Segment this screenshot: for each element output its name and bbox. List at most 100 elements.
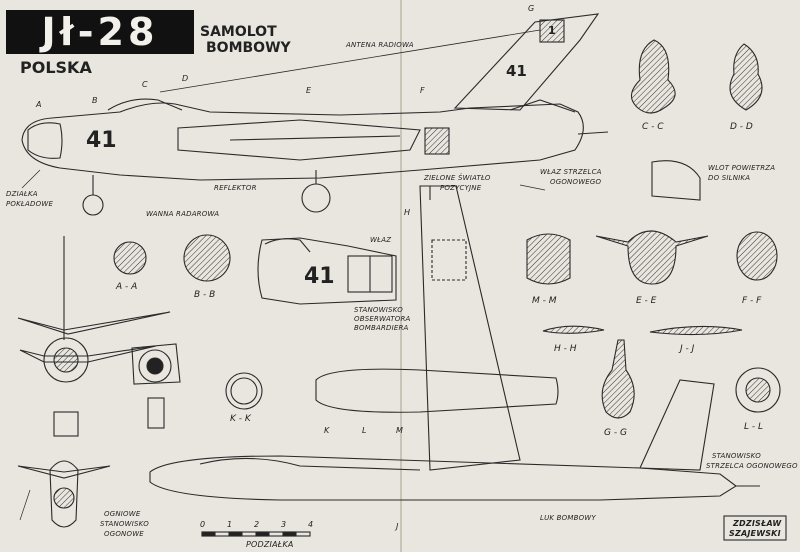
roundel-fin	[539, 19, 565, 43]
scale-0: 0	[200, 520, 206, 529]
scale-3: 3	[281, 520, 287, 529]
label-ogniowe-3: OGONOWE	[104, 530, 144, 538]
section-aa	[113, 241, 147, 275]
station-l: L	[362, 426, 367, 435]
section-ee	[595, 230, 709, 285]
section-jj	[649, 325, 743, 336]
tail-turret	[53, 487, 75, 509]
section-dd	[729, 43, 763, 111]
station-j: J	[396, 522, 399, 531]
label-wlaz-strzelca-1: WŁAZ STRZELCA	[540, 168, 602, 176]
label-stanowisko-2: OBSERWATORA	[354, 315, 411, 323]
label-antena: ANTENA RADIOWA	[346, 41, 414, 49]
scale-seg-1	[201, 531, 216, 537]
nose-detail-canopy	[264, 238, 311, 253]
label-dzialka-1: DZIAŁKA	[6, 190, 38, 198]
caption-ff: F - F	[742, 296, 762, 306]
label-strzelca-2: STRZELCA OGONOWEGO	[706, 462, 798, 470]
nose-detail-view	[257, 237, 397, 305]
tail-number: 41	[506, 62, 527, 80]
front-turret	[53, 347, 79, 373]
fuselage-outline	[21, 102, 584, 181]
nacelle-line	[229, 135, 401, 141]
dzialka-leader	[21, 169, 41, 189]
author-line1: ZDZISŁAW	[733, 519, 782, 528]
side-view	[21, 13, 609, 216]
front-view	[17, 236, 181, 437]
aircraft-title: Jł-28	[6, 10, 194, 54]
caption-kk: K - K	[230, 414, 251, 424]
nose-number: 41	[86, 128, 117, 153]
scale-seg-4	[282, 531, 297, 537]
caption-cc: C - C	[642, 122, 664, 132]
front-gear	[53, 411, 79, 437]
bottom-fin	[639, 379, 715, 471]
label-dzialka-2: POKŁADOWE	[6, 200, 54, 208]
fin-code: 1	[548, 24, 556, 37]
label-zielone-1: ZIELONE ŚWIATŁO	[424, 174, 491, 182]
tail-top-fuselage	[49, 460, 79, 528]
label-wlaz: WŁAZ	[370, 236, 392, 244]
scale-seg-3	[255, 531, 270, 537]
air-intake-detail	[651, 160, 701, 201]
station-k: K	[324, 426, 330, 435]
scale-bar	[201, 531, 311, 537]
author-box	[723, 515, 787, 541]
country-label: POLSKA	[20, 58, 92, 77]
label-stanowisko-3: BOMBARDIERA	[354, 324, 409, 332]
tailplane-root	[509, 99, 576, 113]
engine-hub	[146, 357, 164, 375]
engine-intake	[138, 349, 172, 383]
plan-view	[315, 185, 559, 471]
subtitle-line2: BOMBOWY	[206, 40, 291, 56]
section-kk	[225, 372, 263, 410]
caption-aa: A - A	[116, 282, 138, 292]
section-gg	[601, 339, 635, 419]
station-c: C	[142, 80, 148, 89]
main-gear-front	[147, 397, 165, 429]
label-ogniowe-1: OGNIOWE	[104, 510, 141, 518]
station-h: H	[404, 208, 411, 217]
wing-planform	[419, 185, 521, 471]
canopy	[107, 98, 183, 111]
antenna-wire	[159, 29, 541, 93]
caption-gg: G - G	[604, 428, 627, 438]
section-bb	[183, 234, 231, 282]
scale-seg-2	[228, 531, 243, 537]
bottom-side-view	[19, 379, 760, 521]
label-stanowisko-1: STANOWISKO	[354, 306, 403, 314]
section-mm	[526, 233, 571, 285]
label-wlot-1: WLOT POWIETRZA	[708, 164, 776, 172]
tail-gun	[577, 131, 609, 135]
tail-top-plane	[17, 465, 111, 479]
scale-1: 1	[227, 520, 233, 529]
label-podzialka: PODZIAŁKA	[246, 540, 294, 549]
bottom-canopy	[199, 457, 421, 471]
caption-ll: L - L	[744, 422, 763, 432]
wlaz-leader	[519, 184, 546, 191]
station-f: F	[420, 86, 425, 95]
roundel-side	[424, 127, 450, 155]
nose-wheel	[82, 194, 104, 216]
label-ogniowe-2: STANOWISKO	[100, 520, 149, 528]
detail-number: 41	[304, 264, 335, 289]
label-reflektor: REFLEKTOR	[214, 184, 257, 192]
tail-top-view	[17, 460, 111, 528]
label-wlaz-strzelca-2: OGONOWEGO	[550, 178, 602, 186]
label-zielone-2: POZYCYJNE	[440, 184, 482, 192]
station-g: G	[528, 4, 535, 13]
engine-nacelle	[177, 119, 421, 161]
caption-hh: H - H	[554, 344, 577, 354]
nose-detail-outline	[257, 237, 397, 305]
section-ll-inner	[745, 377, 771, 403]
vertical-fin	[453, 13, 600, 111]
author-line2: SZAJEWSKI	[729, 529, 781, 538]
bottom-fuselage	[149, 455, 737, 501]
section-ff	[736, 231, 778, 281]
label-wlot-2: DO SILNIKA	[708, 174, 751, 182]
caption-bb: B - B	[194, 290, 216, 300]
aileron-hatch	[431, 239, 467, 281]
engine-front	[131, 343, 181, 385]
